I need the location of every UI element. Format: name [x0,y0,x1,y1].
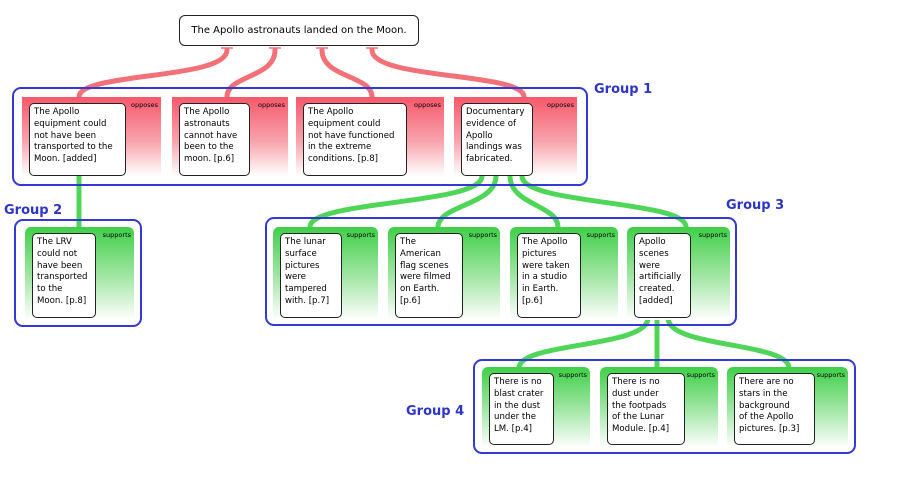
group-2 [14,219,142,327]
group-1 [12,87,588,186]
premise-text: Documentary evidence of Apollo landings … [461,103,533,176]
relation-label-supports: supports [586,231,615,239]
group-1-label: Group 1 [594,82,653,97]
relation-label-supports: supports [468,231,497,239]
premise-g2-1[interactable]: The LRV could not have been transported … [25,227,134,320]
relation-label-opposes: opposes [258,101,285,109]
group-3-label: Group 3 [726,198,785,213]
group-3 [265,217,737,326]
premise-text: The Apollo equipment could not have func… [303,103,407,176]
group-4-label: Group 4 [406,404,465,419]
relation-label-supports: supports [698,231,727,239]
group-2-label: Group 2 [4,203,63,218]
premise-g3-1[interactable]: The lunar surface pictures were tampered… [273,227,378,320]
premise-text: The Apollo astronauts cannot have been t… [179,103,250,176]
relation-label-supports: supports [346,231,375,239]
premise-g1-2[interactable]: The Apollo astronauts cannot have been t… [172,97,288,176]
premise-text: The Apollo pictures were taken in a stud… [517,233,581,318]
relation-label-opposes: opposes [414,101,441,109]
premise-text: There are no stars in the background of … [734,373,815,445]
premise-g1-3[interactable]: The Apollo equipment could not have func… [296,97,444,176]
premise-text: There is no dust under the footpads of t… [607,373,685,445]
relation-label-supports: supports [686,371,715,379]
premise-g4-3[interactable]: There are no stars in the background of … [727,367,848,447]
premise-g1-1[interactable]: The Apollo equipment could not have been… [22,97,161,176]
premise-text: The American flag scenes were filmed on … [395,233,463,318]
premise-g4-1[interactable]: There is no blast crater in the dust und… [482,367,590,447]
premise-g3-4[interactable]: Apollo scenes were artificially created.… [627,227,730,320]
claim-node[interactable]: The Apollo astronauts landed on the Moon… [179,15,419,46]
premise-g3-2[interactable]: The American flag scenes were filmed on … [388,227,500,320]
relation-label-supports: supports [558,371,587,379]
premise-g3-3[interactable]: The Apollo pictures were taken in a stud… [510,227,618,320]
premise-text: The Apollo equipment could not have been… [29,103,126,176]
group-4 [473,359,856,454]
premise-text: Apollo scenes were artificially created.… [634,233,691,318]
relation-label-opposes: opposes [547,101,574,109]
premise-text: The lunar surface pictures were tampered… [280,233,342,318]
relation-label-opposes: opposes [131,101,158,109]
relation-label-supports: supports [816,371,845,379]
premise-g4-2[interactable]: There is no dust under the footpads of t… [600,367,718,447]
premise-g1-4[interactable]: Documentary evidence of Apollo landings … [454,97,577,176]
premise-text: The LRV could not have been transported … [32,233,96,318]
relation-label-supports: supports [102,231,131,239]
premise-text: There is no blast crater in the dust und… [489,373,554,445]
